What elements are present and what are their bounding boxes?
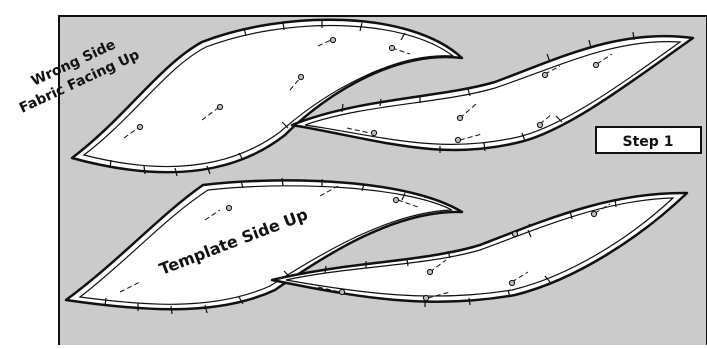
step-label: Step 1 [623, 134, 674, 150]
step-badge: Step 1 [595, 126, 702, 154]
fabric-piece-top-left [70, 18, 464, 177]
fabric-piece-bottom-right [270, 191, 689, 307]
fabric-piece-bottom-left [64, 177, 464, 315]
fabric-piece-top-right [290, 31, 695, 153]
